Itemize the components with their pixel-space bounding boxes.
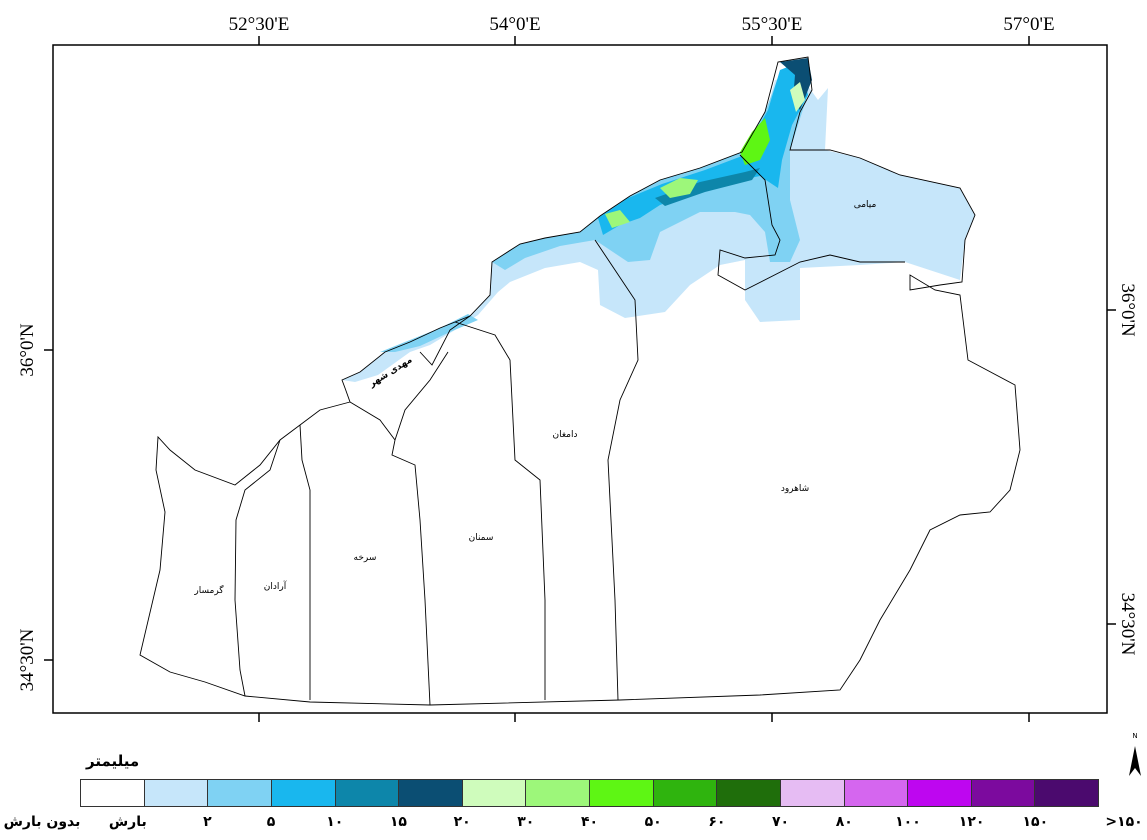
legend-label-16: >۱۵۰ xyxy=(1105,814,1143,830)
legend-color-bar xyxy=(80,779,1099,807)
lat-label-right-1: 36°0'N xyxy=(1117,283,1138,337)
county-line-aradan-sorkheh xyxy=(299,424,311,700)
lon-label-2: 54°0'E xyxy=(489,14,540,35)
legend-label-4: ۱۰ xyxy=(326,814,344,830)
legend-swatch-10 xyxy=(717,780,781,806)
legend-title: میلیمتر xyxy=(86,752,140,770)
legend-labels: بدون بارش بارش ۲ ۵ ۱۰ ۱۵ ۲۰ ۳۰ ۴۰ ۵۰ ۶۰ ۷۰ ۸۰ ۱۰۰ ۱۲۰ ۱… xyxy=(0,814,1147,838)
precip-green-4 xyxy=(605,210,630,228)
legend-swatch-12 xyxy=(844,780,909,806)
legend-swatch-1 xyxy=(144,780,209,806)
county-line-semnan-damghan xyxy=(454,321,546,700)
province-outline xyxy=(139,56,1021,706)
legend-label-15: ۱۵۰ xyxy=(1022,814,1049,830)
lon-label-4: 57°0'E xyxy=(1003,14,1054,35)
lat-label-right-2: 34°30'N xyxy=(1117,593,1138,656)
legend-swatch-9 xyxy=(653,780,718,806)
legend-label-9: ۵۰ xyxy=(644,814,662,830)
legend-swatch-5 xyxy=(399,780,463,806)
lon-label-1: 52°30'E xyxy=(229,14,290,35)
county-label-meyami: میامی xyxy=(854,200,877,210)
county-label-damghan: دامغان xyxy=(552,430,577,440)
legend-label-14: ۱۲۰ xyxy=(958,814,985,830)
county-line-mahdishahr xyxy=(394,315,471,441)
legend-swatch-11 xyxy=(780,780,845,806)
legend-label-6: ۲۰ xyxy=(453,814,471,830)
legend-swatch-14 xyxy=(971,780,1036,806)
legend-label-7: ۳۰ xyxy=(517,814,535,830)
county-label-semnan: سمنان xyxy=(469,533,494,543)
legend-label-0: بدون بارش xyxy=(3,814,81,830)
legend-label-13: ۱۰۰ xyxy=(895,814,921,830)
legend-label-5: ۱۵ xyxy=(389,814,407,830)
legend-label-12: ۸۰ xyxy=(835,814,853,830)
precip-green-1 xyxy=(660,178,698,198)
legend-label-11: ۷۰ xyxy=(772,814,790,830)
legend-label-8: ۴۰ xyxy=(580,814,599,830)
north-label: N xyxy=(1132,732,1137,740)
county-label-shahrood: شاهرود xyxy=(781,484,809,494)
precip-green-2 xyxy=(740,118,770,165)
county-line-shahrood-meyami xyxy=(717,154,905,291)
map-frame xyxy=(52,44,1108,714)
legend-swatch-3 xyxy=(271,780,336,806)
county-line-garmsar-aradan xyxy=(234,439,281,697)
legend-swatch-4 xyxy=(335,780,400,806)
legend-swatch-0 xyxy=(81,780,145,806)
lat-label-left-1: 36°0'N xyxy=(17,323,38,377)
axis-ticks xyxy=(44,36,1116,722)
legend-swatch-2 xyxy=(208,780,272,806)
precip-dark-band-2 xyxy=(655,168,760,206)
legend-label-3: ۵ xyxy=(266,814,276,830)
county-label-sorkheh: سرخه xyxy=(354,553,377,563)
boundaries xyxy=(139,56,1021,706)
legend-swatch-6 xyxy=(462,780,527,806)
county-label-garmsar: گرمسار xyxy=(193,584,224,596)
legend-swatch-15 xyxy=(1035,780,1098,806)
precipitation-layer xyxy=(342,58,975,382)
lon-label-3: 55°30'E xyxy=(742,14,803,35)
precip-green-3 xyxy=(790,82,805,112)
legend-label-10: ۶۰ xyxy=(708,814,726,830)
legend-swatch-7 xyxy=(526,780,590,806)
legend-swatch-13 xyxy=(908,780,972,806)
county-line-damghan-shahrood xyxy=(594,239,639,701)
legend-label-2: ۲ xyxy=(203,814,212,830)
legend-label-1: بارش xyxy=(108,814,147,830)
county-label-aradan: آرادان xyxy=(264,580,287,592)
north-arrow-icon: N xyxy=(1129,732,1141,776)
legend-swatch-8 xyxy=(590,780,654,806)
precip-high-band xyxy=(598,62,808,235)
county-line-sorkheh-semnan xyxy=(349,401,431,706)
lat-label-left-2: 34°30'N xyxy=(17,628,38,691)
